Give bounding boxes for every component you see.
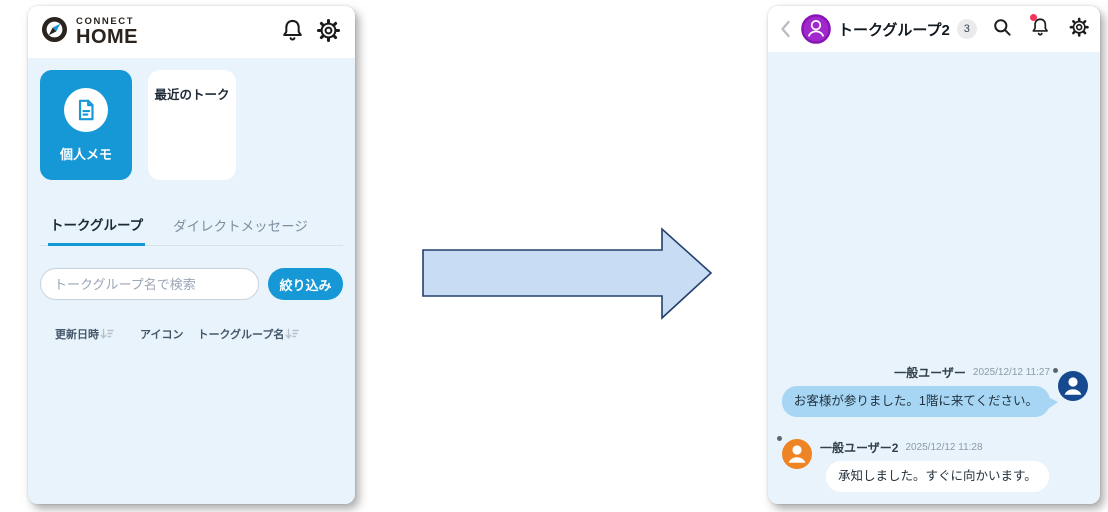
- gear-icon: [315, 17, 342, 47]
- right-arrow-shape: [422, 227, 713, 320]
- search-icon: [991, 16, 1013, 41]
- settings-button[interactable]: [1068, 16, 1090, 43]
- user-avatar-icon: [1053, 368, 1088, 402]
- talk-group-table-header: 更新日時 アイコン トークグループ名: [40, 326, 343, 342]
- message-timestamp: 2025/12/12 11:27: [972, 367, 1050, 379]
- sender-name: 一般ユーザー2: [820, 441, 899, 456]
- notifications-button[interactable]: [1029, 13, 1051, 43]
- gear-icon: [1068, 16, 1090, 41]
- presence-dot: [1053, 368, 1058, 374]
- user-avatar-icon: [777, 436, 812, 470]
- home-screen: CONNECT HOME: [28, 6, 355, 504]
- brand-name-top: CONNECT: [76, 15, 135, 27]
- sort-icon: [100, 328, 114, 340]
- sender-name: 一般ユーザー: [894, 366, 966, 381]
- home-header: CONNECT HOME: [28, 6, 355, 58]
- back-chevron-icon: [778, 20, 794, 44]
- brand-name-bottom: HOME: [76, 26, 138, 49]
- search-button[interactable]: [991, 16, 1013, 43]
- app-logo: CONNECT HOME: [41, 16, 138, 48]
- message-bubble: お客様が参りました。1階に来てください。: [781, 386, 1059, 418]
- group-avatar-icon: [801, 14, 831, 44]
- compass-logo-icon: [41, 16, 68, 48]
- notification-dot: [1030, 13, 1038, 21]
- document-icon: [64, 87, 108, 132]
- recent-talks-label: 最近のトーク: [154, 88, 230, 102]
- message-row: 一般ユーザー 2025/12/12 11:27 お客様が参りました。1階に来てく…: [778, 364, 1090, 418]
- bell-icon: [279, 17, 306, 47]
- tab-talk-groups[interactable]: トークグループ: [48, 208, 146, 246]
- filter-button[interactable]: 絞り込み: [268, 268, 343, 300]
- message-row: 一般ユーザー2 2025/12/12 11:28 承知しました。すぐに向かいます…: [777, 436, 1090, 492]
- presence-dot: [777, 436, 782, 442]
- tab-bar: トークグループ ダイレクトメッセージ: [40, 208, 343, 246]
- settings-button[interactable]: [315, 17, 342, 47]
- message-timestamp: 2025/12/12 11:28: [905, 442, 983, 454]
- chat-header: トークグループ2 3: [768, 6, 1100, 52]
- bell-icon: [1029, 16, 1051, 41]
- column-talk-group-name[interactable]: トークグループ名: [197, 326, 300, 342]
- personal-memo-card[interactable]: 個人メモ: [40, 70, 132, 180]
- member-count-badge: 3: [956, 19, 977, 39]
- recent-talks-card[interactable]: 最近のトーク: [148, 70, 236, 180]
- column-updated-at[interactable]: 更新日時: [55, 326, 114, 342]
- sort-icon: [285, 328, 300, 340]
- talk-group-search-input[interactable]: [40, 268, 259, 300]
- home-body: 個人メモ 最近のトーク トークグループ ダイレクトメッセージ 絞り込み 更新日時: [28, 58, 355, 504]
- chat-screen: トークグループ2 3: [768, 6, 1100, 504]
- message-list: 一般ユーザー 2025/12/12 11:27 お客様が参りました。1階に来てく…: [768, 52, 1100, 504]
- personal-memo-label: 個人メモ: [59, 146, 112, 162]
- message-bubble: 承知しました。すぐに向かいます。: [826, 461, 1049, 492]
- back-button[interactable]: [778, 17, 794, 41]
- chat-title: トークグループ2: [838, 21, 950, 39]
- notifications-button[interactable]: [279, 19, 306, 46]
- column-icon: アイコン: [140, 326, 183, 342]
- tab-direct-messages[interactable]: ダイレクトメッセージ: [171, 208, 310, 245]
